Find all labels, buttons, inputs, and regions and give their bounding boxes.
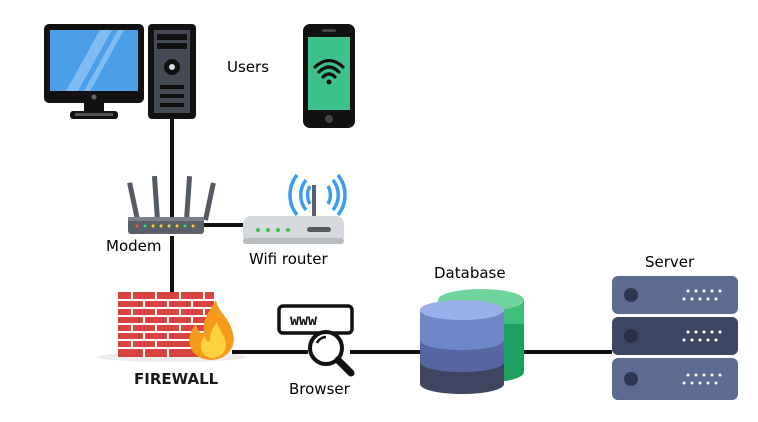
- connections: [170, 118, 612, 354]
- database-label: Database: [434, 264, 506, 282]
- firewall-label: FIREWALL: [134, 370, 219, 388]
- modem-label: Modem: [106, 237, 161, 255]
- server-unit-top: [612, 276, 738, 314]
- users-label: Users: [227, 58, 269, 76]
- server-unit-bottom: [612, 358, 738, 400]
- database-icon: [420, 289, 524, 394]
- monitor-icon: [44, 24, 144, 119]
- server-icon: [612, 276, 738, 400]
- server-label: Server: [645, 253, 695, 271]
- server-unit-middle: [612, 317, 738, 355]
- pc-tower-icon: [148, 24, 196, 119]
- wifi-router-label: Wifi router: [249, 250, 329, 268]
- browser-icon: www: [277, 304, 355, 377]
- wifi-router-icon: [243, 173, 347, 244]
- modem-icon: [127, 175, 216, 234]
- firewall-icon: [97, 292, 247, 362]
- browser-label: Browser: [289, 380, 351, 398]
- smartphone-icon: [303, 24, 355, 128]
- browser-www-text: www: [290, 311, 318, 329]
